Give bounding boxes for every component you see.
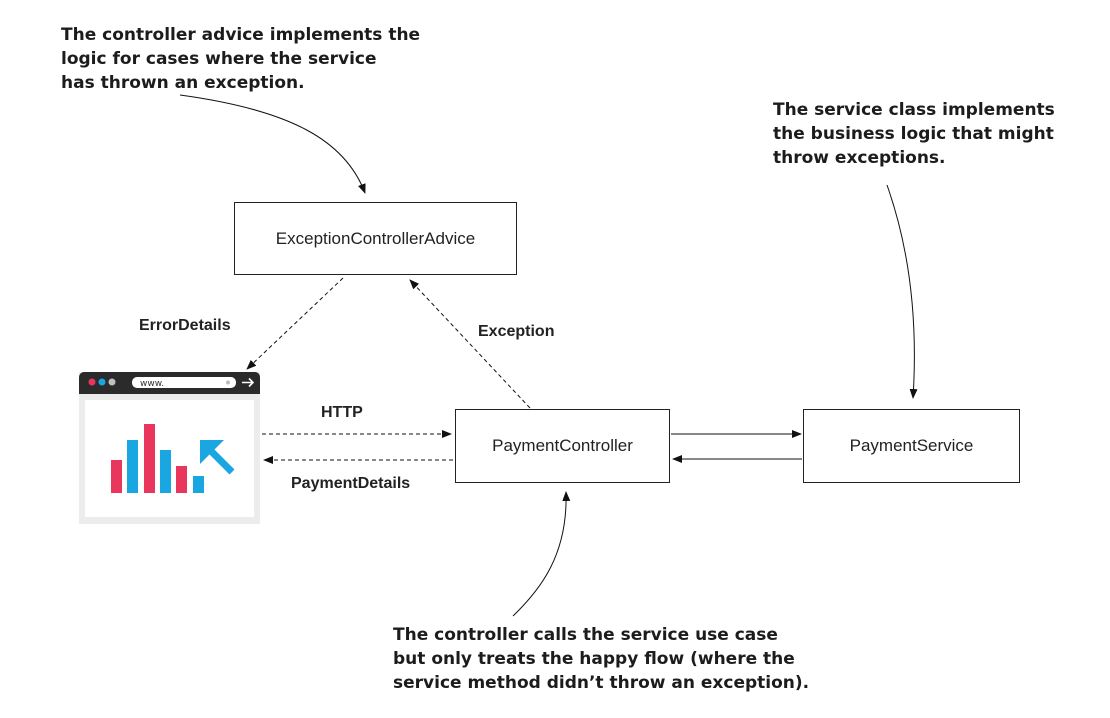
- payment-service-label: PaymentService: [849, 436, 974, 455]
- chart-bar: [160, 450, 171, 493]
- url-text: www.: [140, 379, 164, 389]
- service-note: The service class implements the busines…: [773, 100, 1055, 168]
- exception-controller-advice-box: ExceptionControllerAdvice: [234, 202, 517, 275]
- browser-client: www.: [79, 372, 260, 524]
- service-note-pointer: [886, 184, 918, 399]
- payment-controller-box: PaymentController: [455, 409, 670, 483]
- exception-arrow: [409, 279, 531, 409]
- payment-details-label: PaymentDetails: [291, 475, 411, 492]
- chart-bar: [111, 460, 122, 493]
- exception-controller-advice-label: ExceptionControllerAdvice: [275, 228, 476, 248]
- advice-note: The controller advice implements the log…: [61, 25, 421, 93]
- error-details-arrow: [246, 277, 344, 370]
- chart-bar: [127, 440, 138, 493]
- window-close-dot: [88, 378, 96, 386]
- window-maximize-dot: [108, 378, 116, 386]
- controller-note-pointer: [512, 491, 571, 617]
- window-minimize-dot: [98, 378, 106, 386]
- payment-controller-label: PaymentController: [492, 436, 633, 455]
- payment-service-box: PaymentService: [803, 409, 1020, 483]
- advice-note-pointer: [179, 94, 366, 194]
- controller-note: The controller calls the service use cas…: [393, 625, 810, 693]
- exception-label: Exception: [478, 323, 555, 340]
- go-arrow-icon: [242, 377, 255, 388]
- chart-bar: [144, 424, 155, 493]
- http-label: HTTP: [321, 404, 363, 421]
- cursor-arrow-icon: [200, 440, 235, 475]
- url-bar: [132, 377, 236, 388]
- error-details-label: ErrorDetails: [139, 317, 231, 334]
- chart-bar: [176, 466, 187, 493]
- chart-bar: [193, 476, 204, 493]
